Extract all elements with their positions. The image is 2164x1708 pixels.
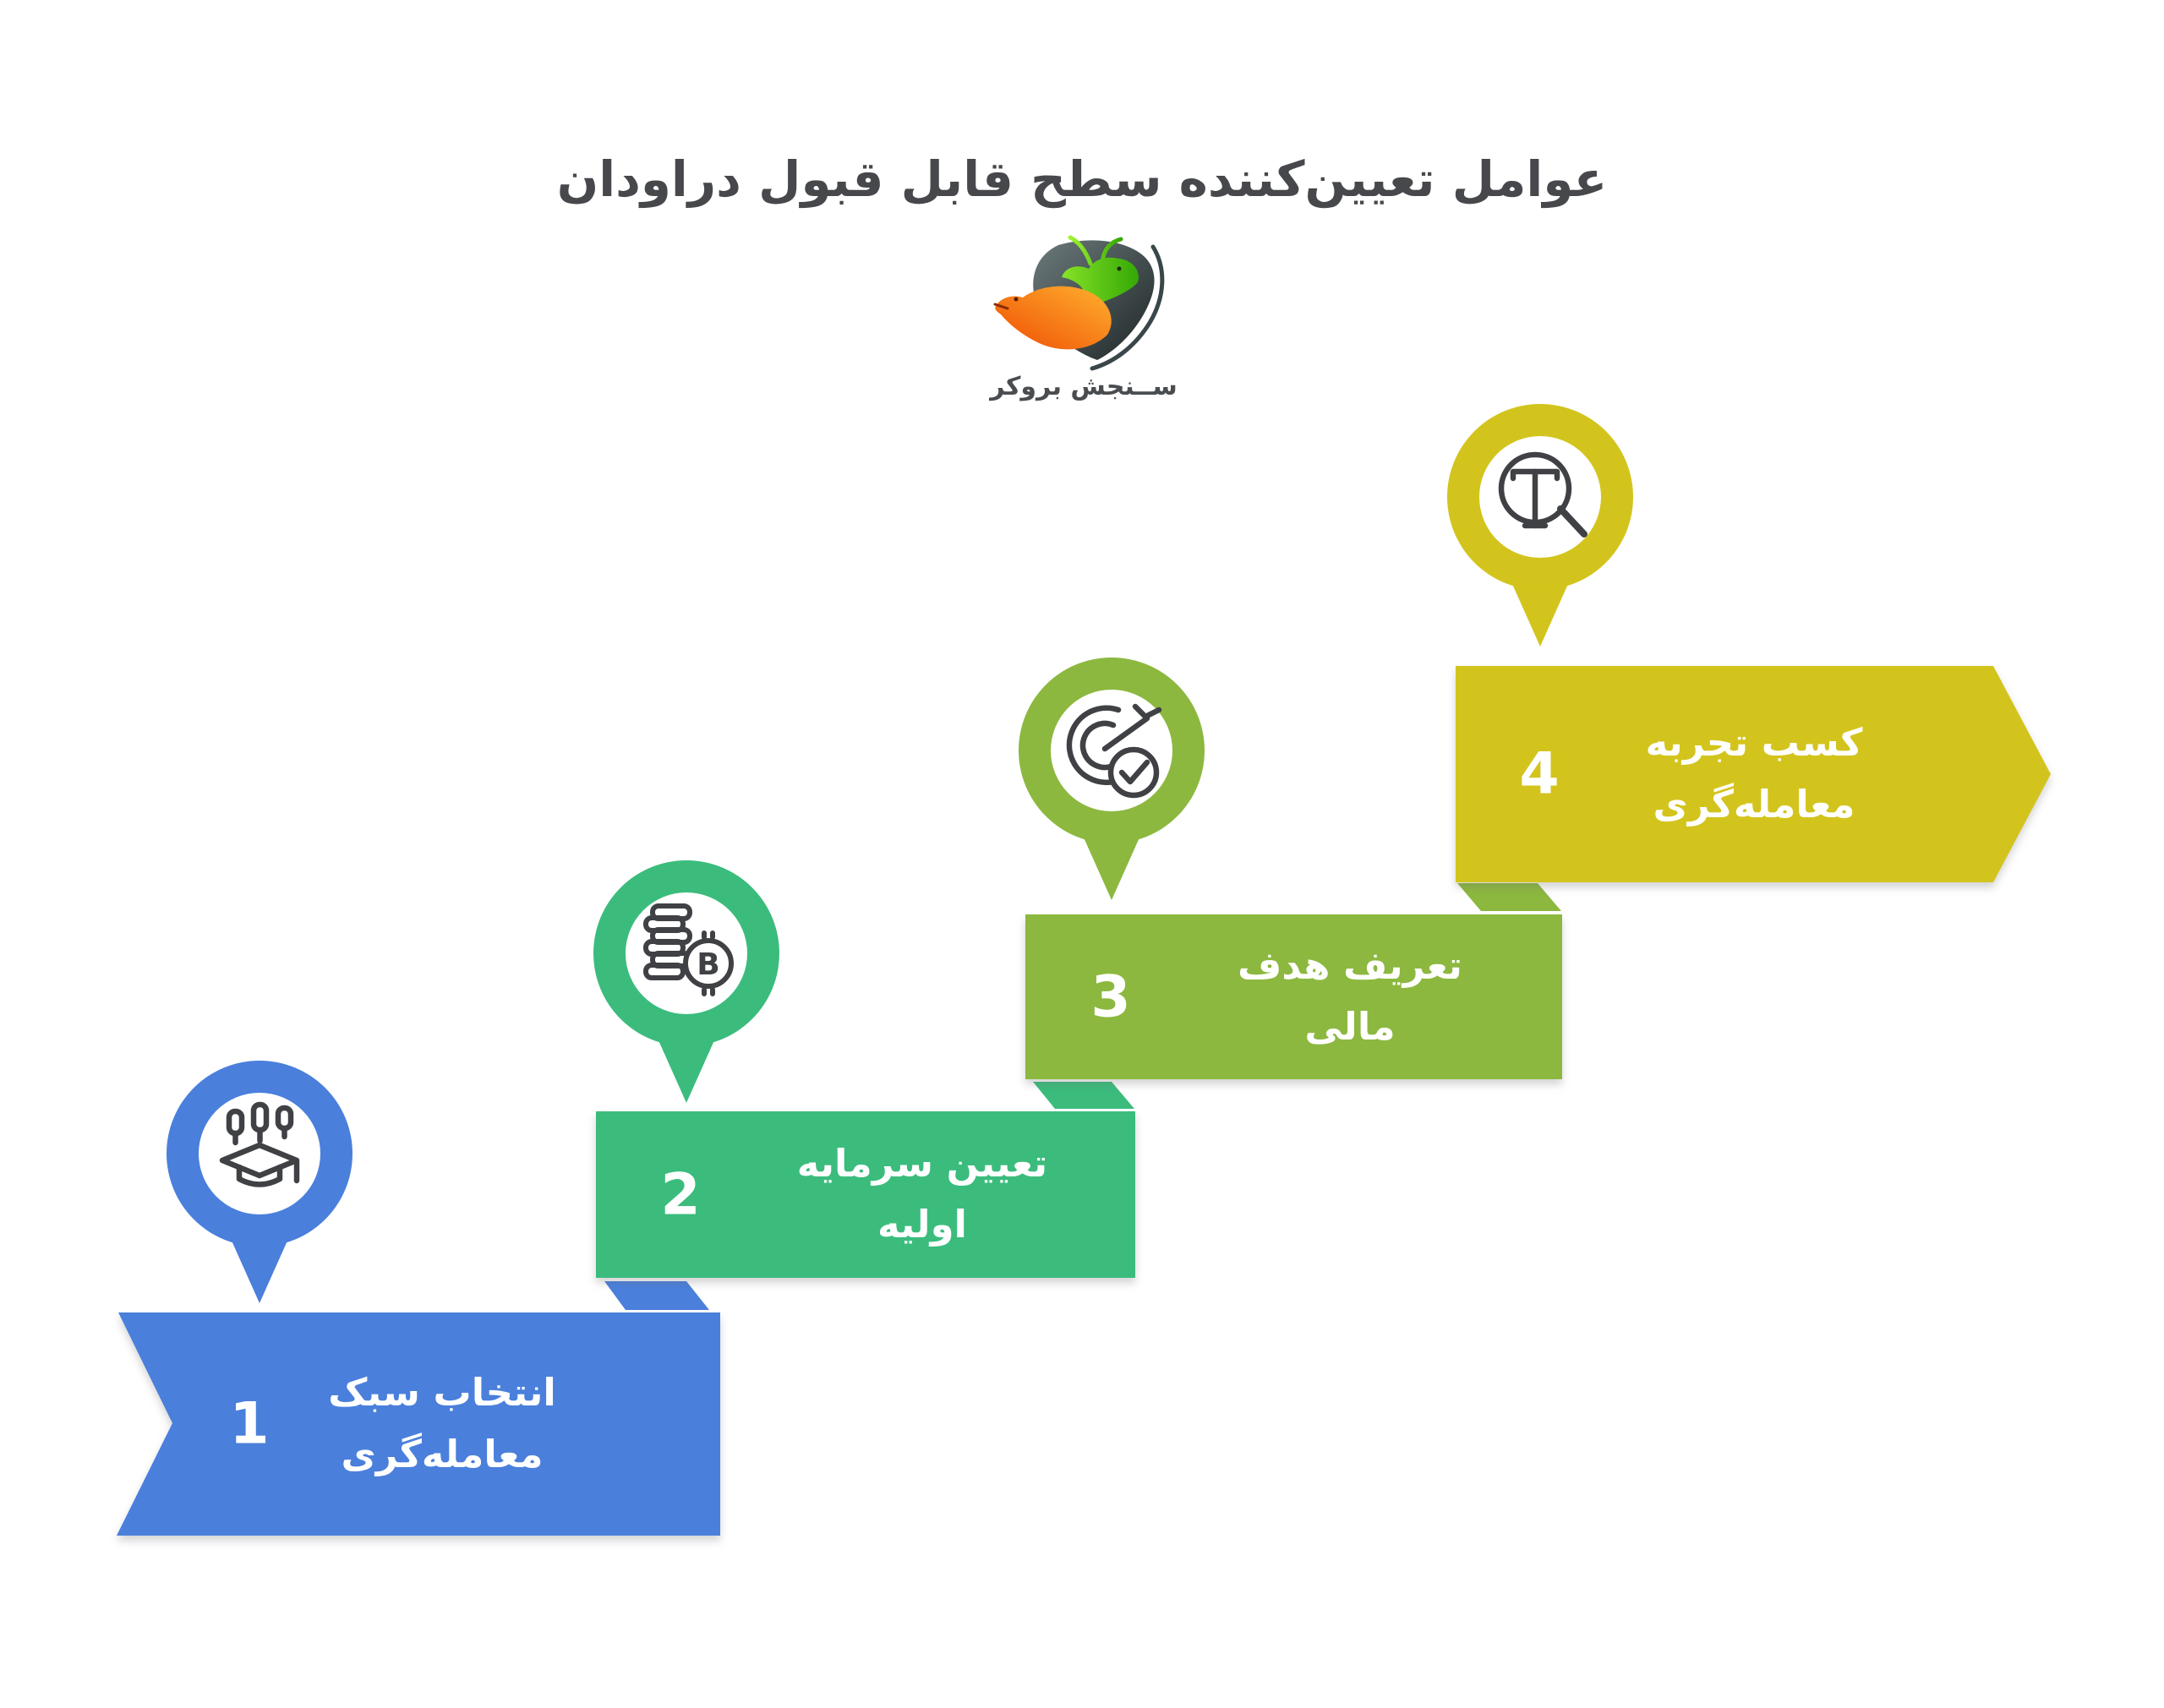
candlesticks-graduation-cap-icon <box>167 1061 352 1303</box>
step2-label: تعیین سرمایه اولیه <box>768 1133 1076 1257</box>
step4-label: کسب تجربه معامله‌گری <box>1602 712 1906 836</box>
brand-name: ســنجش بروکر <box>990 372 1178 401</box>
target-dart-check-icon <box>1019 658 1205 900</box>
step3-label-line1: تعریف هدف مالی <box>1238 942 1462 1050</box>
step3-banner: 3 تعریف هدف مالی <box>1025 914 1562 1079</box>
step4-label-line1: کسب تجربه <box>1645 720 1863 766</box>
svg-text:B: B <box>697 947 719 982</box>
logo-bear-eye <box>1014 297 1019 302</box>
step3-label: تعریف هدف مالی <box>1196 936 1504 1059</box>
step4-label-line2: معامله‌گری <box>1653 782 1855 827</box>
step1-number: 1 <box>229 1390 270 1458</box>
connector-step1-step2 <box>604 1281 709 1310</box>
step1-label-line1: انتخاب سبک <box>328 1370 556 1416</box>
logo-swoosh <box>1090 244 1165 371</box>
step4-banner: 4 کسب تجربه معامله‌گری <box>1456 666 2051 882</box>
logo-bear <box>995 286 1112 350</box>
step1-label-line2: معامله‌گری <box>341 1432 544 1476</box>
step4-banner-shape: 4 کسب تجربه معامله‌گری <box>1456 666 2051 882</box>
logo-bull-eye <box>1117 266 1122 271</box>
step4-number: 4 <box>1519 740 1560 808</box>
page-title: عوامل تعیین‌کننده سطح قابل قبول دراودان <box>556 150 1608 208</box>
logo-bear-mouth <box>993 303 1009 310</box>
brand-logo-icon <box>993 235 1165 371</box>
step2-label-line1: تعیین سرمایه اولیه <box>796 1140 1048 1247</box>
step1-banner: 1 انتخاب سبک معامله‌گری <box>117 1312 720 1536</box>
step3-banner-shape: 3 تعریف هدف مالی <box>1025 914 1562 1079</box>
step2-banner: 2 تعیین سرمایه اولیه <box>596 1111 1135 1278</box>
connector-step3-step4 <box>1457 883 1561 911</box>
step1-banner-shape: 1 انتخاب سبک معامله‌گری <box>117 1312 720 1536</box>
connector-step2-step3 <box>1033 1082 1134 1109</box>
coin-stack-bitcoin-icon: B <box>593 860 779 1103</box>
magnifier-text-icon <box>1447 404 1633 647</box>
step1-label: انتخاب سبک معامله‌گری <box>298 1362 586 1486</box>
step3-number: 3 <box>1090 963 1131 1030</box>
logo-bull <box>1040 257 1139 311</box>
step2-number: 2 <box>660 1161 701 1228</box>
step2-banner-shape: 2 تعیین سرمایه اولیه <box>596 1111 1135 1278</box>
